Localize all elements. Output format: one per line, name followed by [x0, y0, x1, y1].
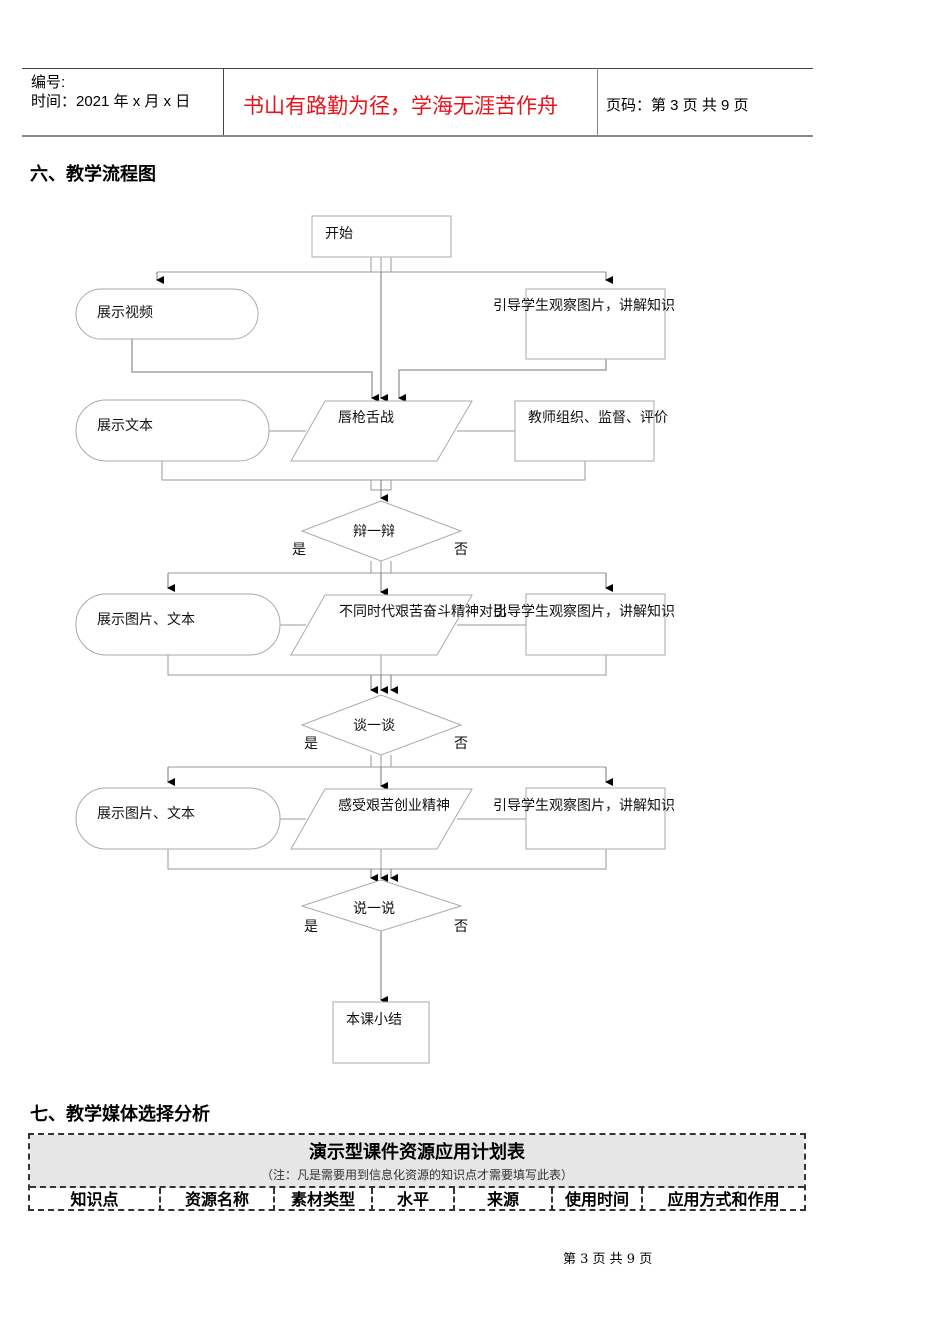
show-pic-terminal-2 — [75, 787, 281, 850]
resource-plan-table: 演示型课件资源应用计划表 （注：凡是需要用到信息化资源的知识点才需要填写此表） … — [28, 1133, 806, 1211]
start-box — [311, 215, 452, 258]
no-label: 否 — [454, 542, 468, 558]
table-title: 演示型课件资源应用计划表 — [309, 1142, 525, 1163]
time-label: 时间：2021 年 x 月 x 日 — [31, 93, 191, 110]
summary-box — [332, 1001, 430, 1064]
section-title: 七、教学媒体选择分析 — [30, 1104, 210, 1125]
decision-say — [300, 879, 463, 932]
guide-label-1: 引导学生观察图片，讲解知识 — [493, 297, 675, 314]
guide-label-3: 引导学生观察图片，讲解知识 — [493, 797, 675, 814]
column-header: 资源名称 — [161, 1188, 275, 1211]
page-footer: 第 3 页 共 9 页 — [563, 1252, 653, 1267]
spirit-label-2: 感受艰苦创业精神 — [338, 797, 450, 814]
show-pic-label-1: 展示图片、文本 — [97, 612, 195, 628]
teacher-label: 教师组织、监督、评价 — [528, 410, 668, 426]
show-text-terminal — [75, 399, 270, 462]
column-header: 使用时间 — [553, 1188, 643, 1211]
yes-label: 是 — [304, 736, 318, 752]
guide-box-2 — [525, 593, 666, 656]
no-label: 否 — [454, 736, 468, 752]
header-divider — [597, 68, 598, 135]
yes-label: 是 — [304, 919, 318, 935]
no-label: 否 — [454, 919, 468, 935]
table-note: （注：凡是需要用到信息化资源的知识点才需要填写此表） — [260, 1168, 573, 1182]
section-title: 六、教学流程图 — [30, 164, 156, 185]
spirit-parallelogram-2 — [290, 788, 473, 850]
column-header: 素材类型 — [275, 1188, 373, 1211]
summary-label: 本课小结 — [346, 1012, 402, 1028]
show-pic-label-2: 展示图片、文本 — [97, 806, 195, 822]
start-label: 开始 — [325, 226, 353, 242]
column-header: 知识点 — [30, 1188, 161, 1211]
column-header: 应用方式和作用 — [667, 1190, 780, 1209]
yes-label: 是 — [292, 542, 306, 558]
teacher-box — [514, 400, 655, 462]
column-header: 来源 — [455, 1188, 553, 1211]
debate-parallelogram — [290, 400, 473, 462]
spirit-label-1: 不同时代艰苦奋斗精神对比 — [339, 604, 507, 620]
column-header: 水平 — [373, 1188, 455, 1211]
guide-label-2: 引导学生观察图片，讲解知识 — [493, 603, 675, 620]
show-video-terminal — [75, 288, 259, 340]
header-bottom-rule — [22, 135, 813, 137]
motto: 书山有路勤为径，学海无涯苦作舟 — [243, 94, 558, 118]
page-info: 页码：第 3 页 共 9 页 — [606, 97, 749, 114]
decision-debate — [300, 500, 463, 562]
show-text-label: 展示文本 — [97, 418, 153, 434]
guide-box-3 — [525, 787, 666, 850]
guide-box-1 — [525, 288, 666, 360]
header-top-rule — [22, 68, 813, 69]
code-label: 编号: — [31, 74, 66, 91]
show-pic-terminal-1 — [75, 593, 281, 656]
teaching-flowchart: 开始 展示视频 引导学生观察图片，讲解知识 展示文本 唇枪舌战 教师组织、监督、… — [75, 215, 675, 1064]
decision-talk — [300, 694, 463, 756]
header-divider — [223, 68, 224, 135]
decision-talk-label: 谈一谈 — [353, 718, 395, 734]
decision-debate-label: 辩一辩 — [353, 524, 395, 540]
spirit-parallelogram-1 — [290, 594, 473, 656]
show-video-label: 展示视频 — [97, 305, 153, 321]
debate-label: 唇枪舌战 — [338, 409, 394, 426]
decision-say-label: 说一说 — [353, 901, 395, 917]
